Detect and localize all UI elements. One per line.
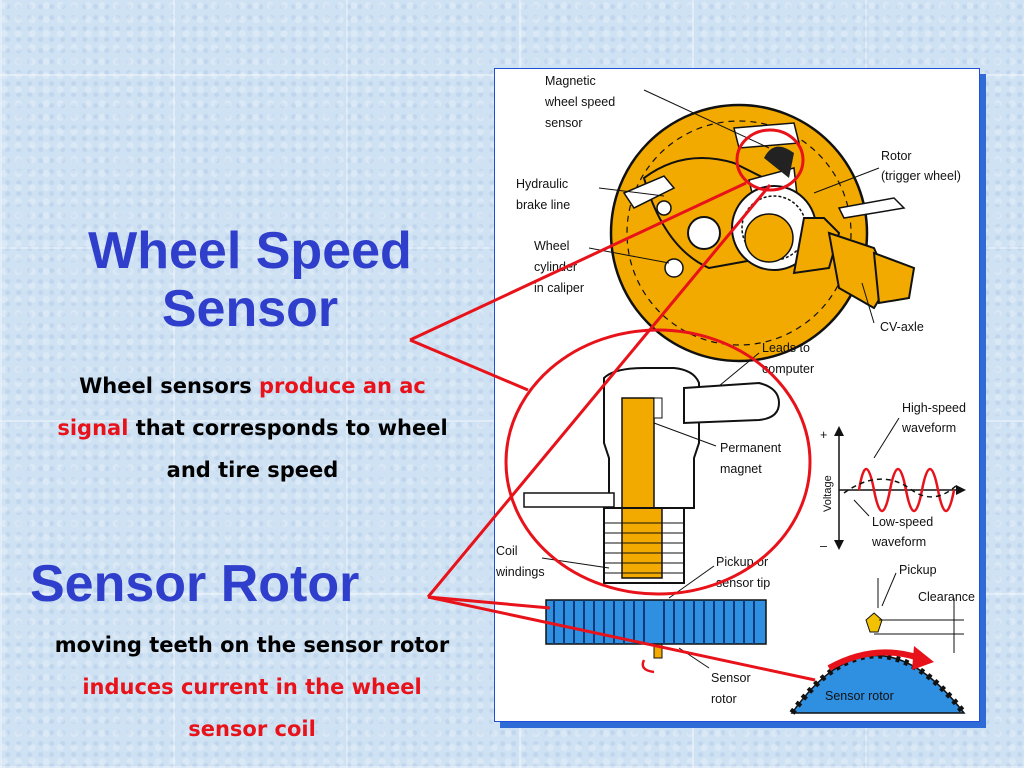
label-clearance: Clearance [918,590,975,604]
label-plus: + [820,428,827,442]
label-minus: – [820,539,827,553]
rotor-text-1: moving teeth on the sensor rotor [54,633,450,657]
label-voltage: Voltage [822,475,834,512]
sensor-rotor-disk-drawing [545,599,767,674]
label-pickup: Pickup [899,563,937,577]
low-speed-waveform [843,478,960,498]
label-rotor-trigger: Rotor(trigger wheel) [881,149,961,183]
title-sensor-rotor: Sensor Rotor [30,555,360,613]
waveform-graph [834,426,966,550]
title-wheel-speed-sensor: Wheel Speed Sensor [88,222,412,338]
hub-assembly-drawing [609,103,916,363]
label-sensor-rotor-arc: Sensor rotor [825,689,894,703]
rotor-description: moving teeth on the sensor rotor induces… [48,624,456,750]
rotor-text-highlight: induces current in the wheel sensor coil [82,675,422,741]
desc-text-1: Wheel sensors [79,374,260,398]
high-speed-waveform [857,467,956,513]
desc-text-highlight: produce an ac signal [57,374,426,440]
wheel-sensor-description: Wheel sensors produce an ac signal that … [55,365,450,491]
desc-text-2: that corresponds to wheel and tire speed [128,416,448,482]
rotor-arc-drawing [789,578,967,715]
label-cv-axle: CV-axle [880,320,924,334]
